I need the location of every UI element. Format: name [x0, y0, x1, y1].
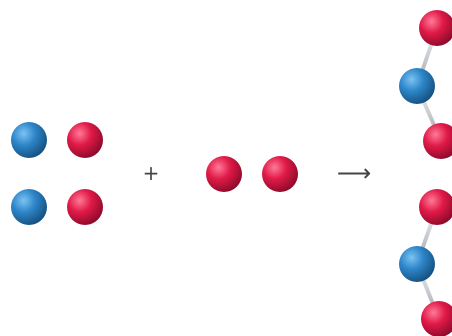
plus-sign: + [143, 161, 160, 185]
oxygen-atom [67, 122, 103, 158]
oxygen-atom [423, 123, 452, 159]
oxygen-atom [419, 10, 452, 46]
oxygen-atom [262, 156, 298, 192]
oxygen-atom [421, 301, 452, 336]
carbon-atom [11, 189, 47, 225]
carbon-atom [11, 122, 47, 158]
reaction-arrow: ⟶ [337, 159, 371, 187]
carbon-atom [399, 68, 435, 104]
oxygen-atom [419, 189, 452, 225]
product-co2-molecule-1 [399, 10, 452, 159]
reactant-o2-molecule [206, 156, 298, 192]
oxygen-atom [206, 156, 242, 192]
carbon-atom [399, 246, 435, 282]
reactant-co-molecule-2 [11, 189, 103, 225]
reactant-co-molecule-1 [11, 122, 103, 158]
oxygen-atom [67, 189, 103, 225]
product-co2-molecule-2 [399, 189, 452, 336]
